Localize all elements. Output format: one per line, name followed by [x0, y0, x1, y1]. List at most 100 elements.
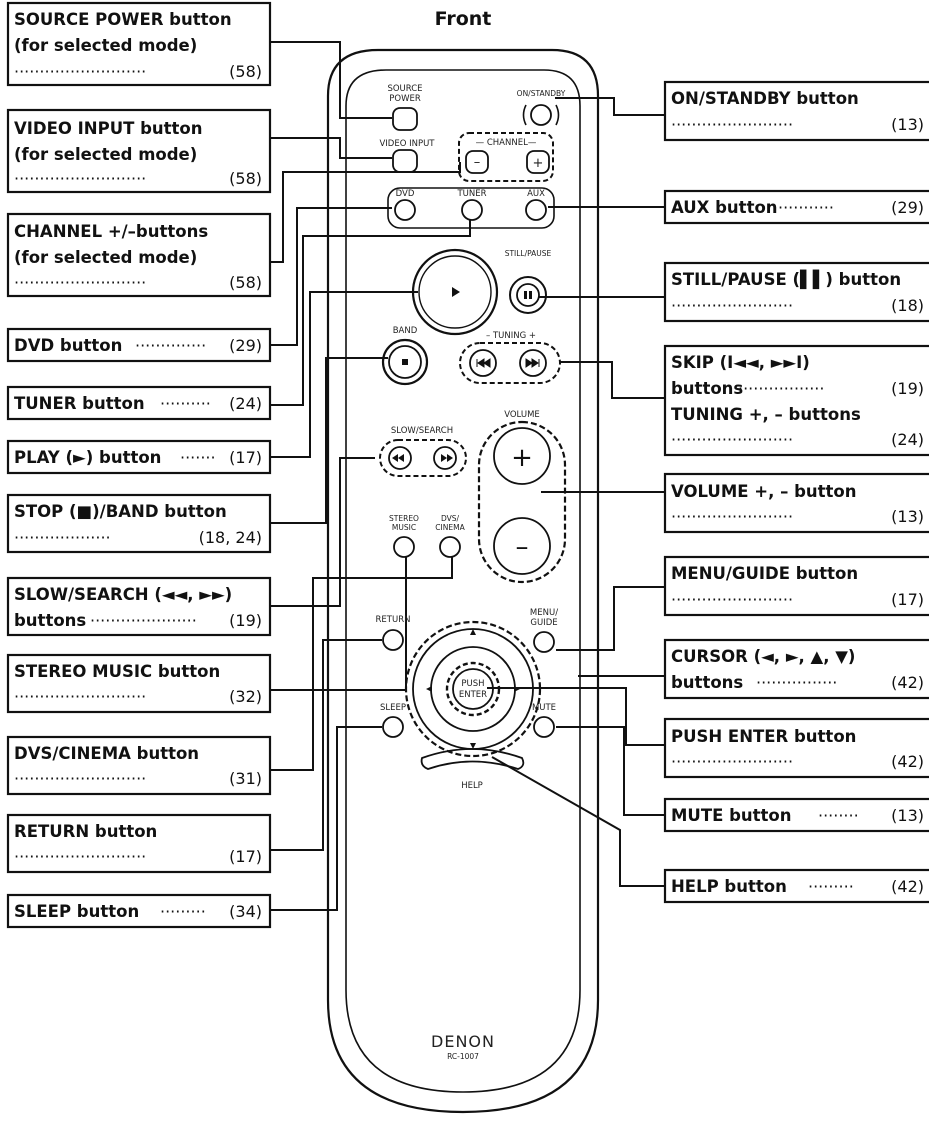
callout-sleep: SLEEP button ········· (34) [6, 893, 272, 929]
callout-menu-guide: MENU/GUIDE button ······················… [663, 555, 929, 617]
svg-text:+: + [533, 156, 544, 171]
label-source: SOURCE [387, 84, 422, 94]
svg-text:(32): (32) [229, 687, 262, 706]
callout-cursor: CURSOR (◄, ►, ▲, ▼) buttons ············… [663, 638, 929, 700]
callout-channel: CHANNEL +/–buttons (for selected mode) ·… [6, 212, 272, 298]
svg-text:(18, 24): (18, 24) [199, 528, 262, 547]
svg-text:(19): (19) [229, 611, 262, 630]
callout-help: HELP button ········· (42) [663, 868, 929, 904]
channel-group [458, 132, 554, 182]
callout-still-pause: STILL/PAUSE (▌▌) button ················… [663, 261, 929, 323]
video-input-key [392, 149, 418, 173]
svg-text:STEREO MUSIC button: STEREO MUSIC button [14, 662, 220, 681]
cursor-ring [404, 620, 542, 758]
label-return: RETURN [376, 615, 411, 625]
slow-search-group [379, 439, 467, 477]
svg-text:··························: ·························· [14, 847, 146, 866]
label-aux: AUX [527, 189, 545, 199]
svg-text:buttons: buttons [671, 673, 743, 692]
slow-fwd-key [433, 446, 457, 470]
tuning-group [459, 342, 561, 384]
label-stereo: STEREO [389, 514, 419, 523]
label-power: POWER [389, 94, 421, 104]
volume-up-key [493, 427, 551, 485]
cursor-down-glyph [470, 743, 476, 749]
svg-text:··········: ·········· [160, 394, 211, 413]
svg-text:···················: ··················· [14, 528, 111, 547]
on-standby-key [530, 104, 552, 126]
svg-text:(42): (42) [891, 752, 924, 771]
dvs-cinema-key [439, 536, 461, 558]
svg-text:········: ········ [818, 806, 859, 825]
svg-text:DVS/CINEMA button: DVS/CINEMA button [14, 744, 199, 763]
label-channel: — CHANNEL— [476, 138, 537, 148]
play-glyph [452, 287, 460, 297]
svg-text:SOURCE POWER button: SOURCE POWER button [14, 10, 232, 29]
svg-text:AUX button: AUX button [671, 198, 778, 217]
svg-text:(58): (58) [229, 273, 262, 292]
label-dvs: DVS/ [441, 514, 460, 523]
push-enter-key [445, 661, 501, 717]
svg-text:CURSOR (◄, ►, ▲, ▼): CURSOR (◄, ►, ▲, ▼) [671, 647, 855, 666]
svg-text:buttons: buttons [14, 611, 86, 630]
svg-text:TUNING +, – buttons: TUNING +, – buttons [671, 405, 861, 424]
brand-logo: DENON [431, 1032, 495, 1051]
svg-text:buttons: buttons [671, 379, 743, 398]
svg-text:SLOW/SEARCH (◄◄, ►►): SLOW/SEARCH (◄◄, ►►) [14, 585, 232, 604]
aux-key [525, 199, 547, 221]
svg-text:(13): (13) [891, 806, 924, 825]
callout-stereo-music: STEREO MUSIC button ····················… [6, 653, 272, 714]
cursor-left-glyph [426, 686, 432, 692]
label-dvd: DVD [396, 189, 415, 199]
dvd-key [394, 199, 416, 221]
svg-text:(29): (29) [229, 336, 262, 355]
svg-text:SLEEP button: SLEEP button [14, 902, 139, 921]
svg-text:··························: ·························· [14, 169, 146, 188]
svg-text:(58): (58) [229, 62, 262, 81]
svg-text:················: ················ [756, 673, 837, 692]
svg-text:SKIP (I◄◄, ►►I): SKIP (I◄◄, ►►I) [671, 353, 810, 372]
svg-text:(24): (24) [891, 430, 924, 449]
callout-skip-tuning: SKIP (I◄◄, ►►I) buttons ················… [663, 344, 929, 457]
callout-mute: MUTE button ········ (13) [663, 797, 929, 833]
callout-video-input: VIDEO INPUT button (for selected mode) ·… [6, 108, 272, 194]
source-power-key [392, 107, 418, 131]
remote-body [326, 48, 600, 1114]
label-sleep: SLEEP [380, 703, 406, 713]
slow-rev-key [388, 446, 412, 470]
callout-play: PLAY (►) button ······· (17) [6, 439, 272, 475]
svg-text:··························: ·························· [14, 769, 146, 788]
stereo-music-key [393, 536, 415, 558]
svg-text:(17): (17) [229, 448, 262, 467]
svg-text:(for selected mode): (for selected mode) [14, 145, 197, 164]
svg-text:························: ························ [671, 430, 793, 449]
play-key [411, 248, 499, 336]
leader-lines [270, 41, 665, 911]
callout-dvs-cinema: DVS/CINEMA button ······················… [6, 735, 272, 796]
callout-stop-band: STOP (■)/BAND button ···················… [6, 493, 272, 554]
svg-text:(for selected mode): (for selected mode) [14, 248, 197, 267]
svg-text:························: ························ [671, 115, 793, 134]
svg-text:(31): (31) [229, 769, 262, 788]
svg-text:–: – [516, 532, 529, 562]
svg-text:RETURN button: RETURN button [14, 822, 157, 841]
svg-text:(13): (13) [891, 115, 924, 134]
help-key [420, 748, 525, 770]
label-volume: VOLUME [504, 410, 540, 420]
label-band: BAND [393, 326, 418, 336]
volume-down-key [493, 517, 551, 575]
channel-minus-key [465, 150, 489, 174]
svg-text:·········: ········· [160, 902, 206, 921]
svg-text:(42): (42) [891, 877, 924, 896]
svg-text:VOLUME +, – button: VOLUME +, – button [671, 482, 857, 501]
svg-text:························: ························ [671, 296, 793, 315]
svg-text:(18): (18) [891, 296, 924, 315]
svg-text:ON/STANDBY button: ON/STANDBY button [671, 89, 859, 108]
callout-return: RETURN button ··························… [6, 813, 272, 874]
svg-text:(13): (13) [891, 507, 924, 526]
svg-text:(58): (58) [229, 169, 262, 188]
mute-key [533, 716, 555, 738]
svg-text:STOP (■)/BAND button: STOP (■)/BAND button [14, 502, 227, 521]
source-row-frame [387, 187, 555, 229]
label-tuning: – TUNING + [486, 331, 536, 341]
